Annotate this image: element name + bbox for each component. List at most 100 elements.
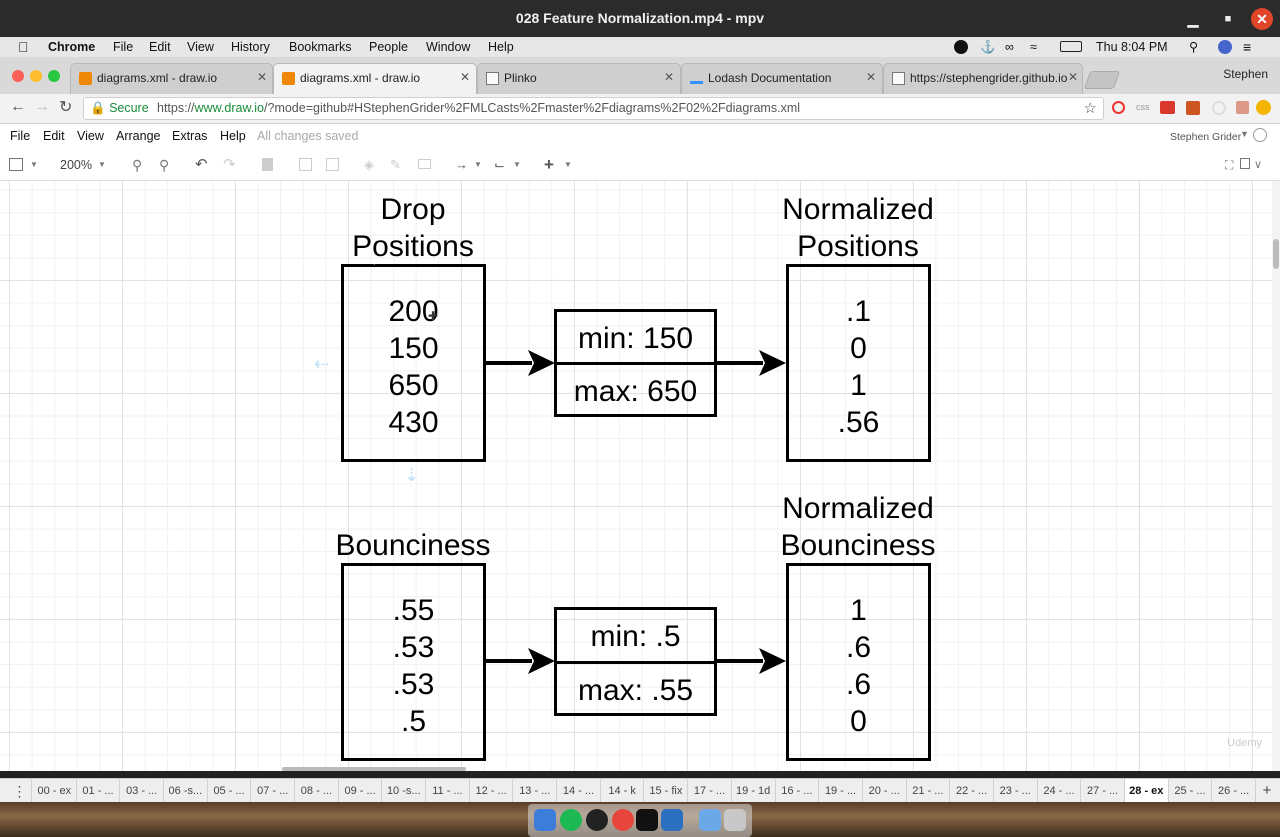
battery-icon[interactable] [1060, 41, 1082, 52]
waypoints-dropdown-icon[interactable]: ▼ [513, 160, 521, 169]
page-tab[interactable]: 03 - ... [120, 779, 165, 803]
menu-people[interactable]: People [369, 40, 408, 54]
spotify-icon[interactable] [560, 809, 582, 831]
page-tab[interactable]: 22 - ... [950, 779, 994, 803]
close-button[interactable]: ✕ [1251, 8, 1273, 30]
extension-yellow-icon[interactable] [1256, 100, 1271, 115]
clock[interactable]: Thu 8:04 PM [1096, 40, 1168, 54]
connect-arrow-down-icon[interactable]: ⇣ [404, 465, 420, 485]
page-tab[interactable]: 16 - ... [776, 779, 820, 803]
insert-icon[interactable]: + [544, 155, 554, 174]
line-color-icon[interactable]: ✎ [390, 157, 401, 172]
tab-close-icon[interactable]: ✕ [866, 70, 877, 84]
shadow-icon[interactable] [418, 159, 431, 169]
menu-file[interactable]: File [113, 40, 134, 54]
format-panel-icon[interactable] [9, 158, 23, 171]
vertical-scrollbar[interactable] [1272, 181, 1280, 771]
page-tab[interactable]: 20 - ... [863, 779, 907, 803]
back-icon[interactable]: ← [10, 98, 26, 115]
page-tab[interactable]: 24 - ... [1038, 779, 1082, 803]
extension-red-icon[interactable] [1160, 101, 1175, 114]
insert-dropdown-icon[interactable]: ▼ [564, 160, 572, 169]
tab-close-icon[interactable]: ✕ [257, 70, 268, 84]
zoom-out-icon[interactable]: ⚲ [159, 157, 170, 173]
drop-positions-box[interactable]: 200 150 650 430 [341, 264, 486, 462]
minimize-button[interactable]: ▁ [1187, 11, 1199, 27]
css-extension-icon[interactable]: css [1136, 102, 1150, 112]
page-tab[interactable]: 08 - ... [295, 779, 339, 803]
drawio-menu-extras[interactable]: Extras [172, 129, 208, 143]
page-tab[interactable]: 27 - ... [1081, 779, 1125, 803]
zoom-dropdown-icon[interactable]: ▼ [98, 160, 106, 169]
waypoints-icon[interactable]: ⌙ [494, 157, 505, 172]
menu-window[interactable]: Window [426, 40, 471, 54]
menu-app-name[interactable]: Chrome [48, 40, 96, 54]
menu-help[interactable]: Help [488, 40, 514, 54]
diagram-canvas[interactable]: Drop Positions 200 150 650 430 · ⇠ ⇣ ✚ m… [0, 181, 1272, 771]
obs-dock-icon[interactable] [586, 809, 608, 831]
glasses-icon[interactable]: ∞ [1005, 40, 1014, 54]
page-tab[interactable]: 19 - ... [819, 779, 863, 803]
user-dropdown-icon[interactable]: ▼ [1240, 129, 1249, 139]
page-tab[interactable]: 01 - ... [77, 779, 121, 803]
tab-lodash[interactable]: Lodash Documentation ✕ [681, 63, 883, 94]
undo-icon[interactable]: ↶ [195, 156, 208, 173]
notification-center-icon[interactable]: ≡ [1243, 39, 1252, 55]
close-window-icon[interactable] [12, 70, 24, 82]
to-back-icon[interactable] [326, 158, 339, 171]
connect-arrow-left-icon[interactable]: ⇠ [314, 354, 330, 374]
bookmark-star-icon[interactable]: ☆ [1083, 100, 1097, 117]
page-tab[interactable]: 10 -s... [382, 779, 427, 803]
drawio-menu-edit[interactable]: Edit [43, 129, 65, 143]
to-front-icon[interactable] [299, 158, 312, 171]
tab-diagrams-2[interactable]: diagrams.xml - draw.io ✕ [273, 63, 477, 94]
page-tab[interactable]: 26 - ... [1212, 779, 1256, 803]
connection-icon[interactable]: → [455, 157, 468, 172]
tab-close-icon[interactable]: ✕ [1068, 70, 1079, 84]
extension-gray-icon[interactable] [1212, 101, 1226, 115]
page-tab[interactable]: 21 - ... [907, 779, 951, 803]
extension-badge-icon[interactable] [1186, 101, 1200, 115]
page-tab[interactable]: 00 - ex [33, 779, 77, 803]
page-tab[interactable]: 25 - ... [1169, 779, 1213, 803]
tab-stephengrider[interactable]: https://stephengrider.github.io ✕ [883, 63, 1083, 94]
panel-dropdown-icon[interactable]: ▼ [30, 160, 38, 169]
bounciness-title[interactable]: Bounciness [335, 529, 491, 562]
wifi-icon[interactable]: ≈ [1030, 40, 1037, 54]
terminal-icon[interactable] [636, 809, 658, 831]
pages-menu-icon[interactable]: ⋮ [8, 779, 32, 803]
page-tab[interactable]: 23 - ... [994, 779, 1038, 803]
page-tab[interactable]: 07 - ... [251, 779, 296, 803]
menu-edit[interactable]: Edit [149, 40, 171, 54]
position-minmax-box[interactable]: min: 150 max: 650 [554, 309, 717, 417]
menu-view[interactable]: View [187, 40, 214, 54]
globe-icon[interactable] [1253, 128, 1267, 142]
selection-handle-icon[interactable]: · [373, 260, 376, 269]
horizontal-scrollbar-thumb[interactable] [282, 767, 466, 771]
drawio-menu-help[interactable]: Help [220, 129, 246, 143]
siri-icon[interactable] [1218, 40, 1232, 54]
page-tab[interactable]: 12 - ... [470, 779, 514, 803]
tab-close-icon[interactable]: ✕ [460, 70, 471, 84]
normalized-bounciness-title[interactable]: Normalized Bounciness [766, 490, 950, 564]
page-tab[interactable]: 13 - ... [513, 779, 558, 803]
obs-icon[interactable] [954, 40, 968, 54]
profile-name[interactable]: Stephen [1223, 67, 1268, 81]
add-page-button[interactable]: + [1262, 782, 1272, 799]
drawio-menu-file[interactable]: File [10, 129, 31, 143]
connection-dropdown-icon[interactable]: ▼ [474, 160, 482, 169]
normalized-positions-box[interactable]: .1 0 1 .56 [786, 264, 931, 462]
tab-plinko[interactable]: Plinko ✕ [477, 63, 681, 94]
redo-icon[interactable]: ↷ [223, 156, 236, 173]
page-tab[interactable]: 15 - fix [645, 779, 689, 803]
normalized-positions-title[interactable]: Normalized Positions [768, 191, 948, 265]
apple-icon[interactable]:  [18, 37, 29, 57]
drawio-user[interactable]: Stephen Grider [1170, 131, 1242, 143]
bounciness-minmax-box[interactable]: min: .5 max: .55 [554, 607, 717, 716]
docker-icon[interactable]: ⚓ [980, 40, 996, 54]
format-toggle-icon[interactable] [1240, 158, 1250, 169]
page-tab[interactable]: 14 - k [601, 779, 645, 803]
forward-icon[interactable]: → [34, 98, 50, 115]
tab-diagrams-1[interactable]: diagrams.xml - draw.io ✕ [70, 63, 273, 94]
url-text[interactable]: https://www.draw.io/?mode=github#HStephe… [157, 101, 800, 115]
